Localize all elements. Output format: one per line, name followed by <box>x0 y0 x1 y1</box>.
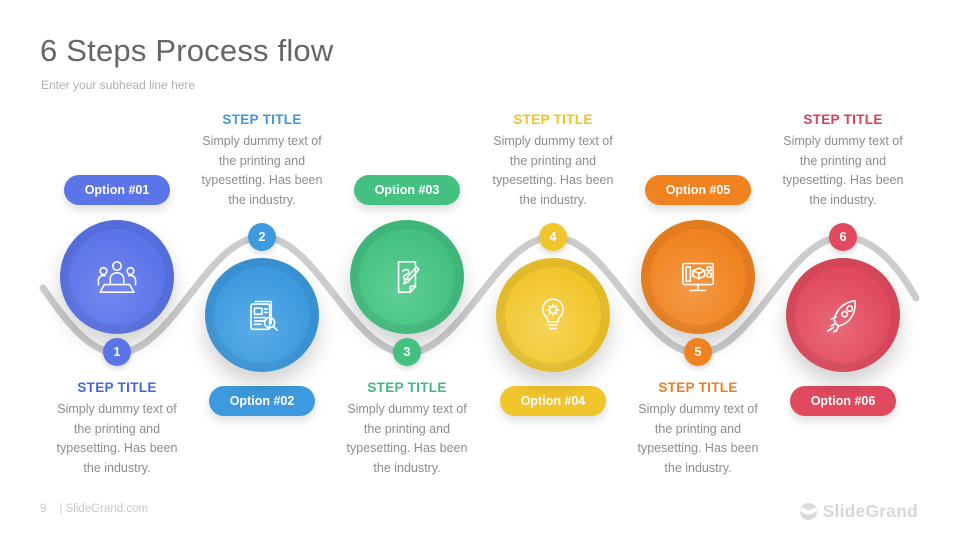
step-circle-6 <box>786 258 900 372</box>
step-circle-4 <box>496 258 610 372</box>
brand-name: SlideGrand <box>822 501 918 521</box>
step-text-3: STEP TITLE Simply dummy text of the prin… <box>323 380 491 478</box>
footer-site-label: | SlideGrand.com <box>59 503 149 515</box>
step-circle-1 <box>60 220 174 334</box>
step-text-4: STEP TITLE Simply dummy text of the prin… <box>469 112 637 210</box>
meeting-icon <box>97 261 137 293</box>
step-title-1: STEP TITLE <box>77 380 157 395</box>
step-title-4: STEP TITLE <box>513 112 593 127</box>
option-pill-6: Option #06 <box>790 386 896 416</box>
step-circle-3 <box>350 220 464 334</box>
step-number-badge-5: 5 <box>684 338 712 366</box>
step-description-4: Simply dummy text of the printing and ty… <box>492 134 614 207</box>
page-title: 6 Steps Process flow <box>40 33 334 68</box>
option-pill-4: Option #04 <box>500 386 606 416</box>
footer: 9 | SlideGrand.com <box>40 503 148 515</box>
step-circle-5 <box>641 220 755 334</box>
step-description-3: Simply dummy text of the printing and ty… <box>346 402 468 475</box>
option-pill-2: Option #02 <box>209 386 315 416</box>
step-number-badge-1: 1 <box>103 338 131 366</box>
step-text-1: STEP TITLE Simply dummy text of the prin… <box>33 380 201 478</box>
step-title-3: STEP TITLE <box>367 380 447 395</box>
step-number-badge-2: 2 <box>248 223 276 251</box>
document-edit-icon <box>397 261 420 293</box>
document-search-icon <box>250 300 278 331</box>
step-description-6: Simply dummy text of the printing and ty… <box>782 134 904 207</box>
step-title-6: STEP TITLE <box>803 112 883 127</box>
step-number-badge-6: 6 <box>829 223 857 251</box>
step-circle-2 <box>205 258 319 372</box>
monitor-design-icon <box>682 262 714 292</box>
option-pill-5: Option #05 <box>645 175 751 205</box>
brand-logo: SlideGrand <box>799 501 918 522</box>
step-text-2: STEP TITLE Simply dummy text of the prin… <box>178 112 346 210</box>
step-title-2: STEP TITLE <box>222 112 302 127</box>
idea-bulb-icon <box>542 298 564 330</box>
step-text-5: STEP TITLE Simply dummy text of the prin… <box>614 380 782 478</box>
step-description-5: Simply dummy text of the printing and ty… <box>637 402 759 475</box>
step-text-6: STEP TITLE Simply dummy text of the prin… <box>759 112 927 210</box>
page-number: 9 <box>40 503 47 515</box>
slidegrand-logo-icon <box>799 502 817 521</box>
subhead-text: Enter your subhead line here <box>41 78 196 92</box>
option-pill-3: Option #03 <box>354 175 460 205</box>
step-number-badge-3: 3 <box>393 338 421 366</box>
rocket-icon <box>827 299 856 333</box>
step-description-2: Simply dummy text of the printing and ty… <box>201 134 323 207</box>
step-number-badge-4: 4 <box>539 223 567 251</box>
step-description-1: Simply dummy text of the printing and ty… <box>56 402 178 475</box>
step-title-5: STEP TITLE <box>658 380 738 395</box>
option-pill-1: Option #01 <box>64 175 170 205</box>
